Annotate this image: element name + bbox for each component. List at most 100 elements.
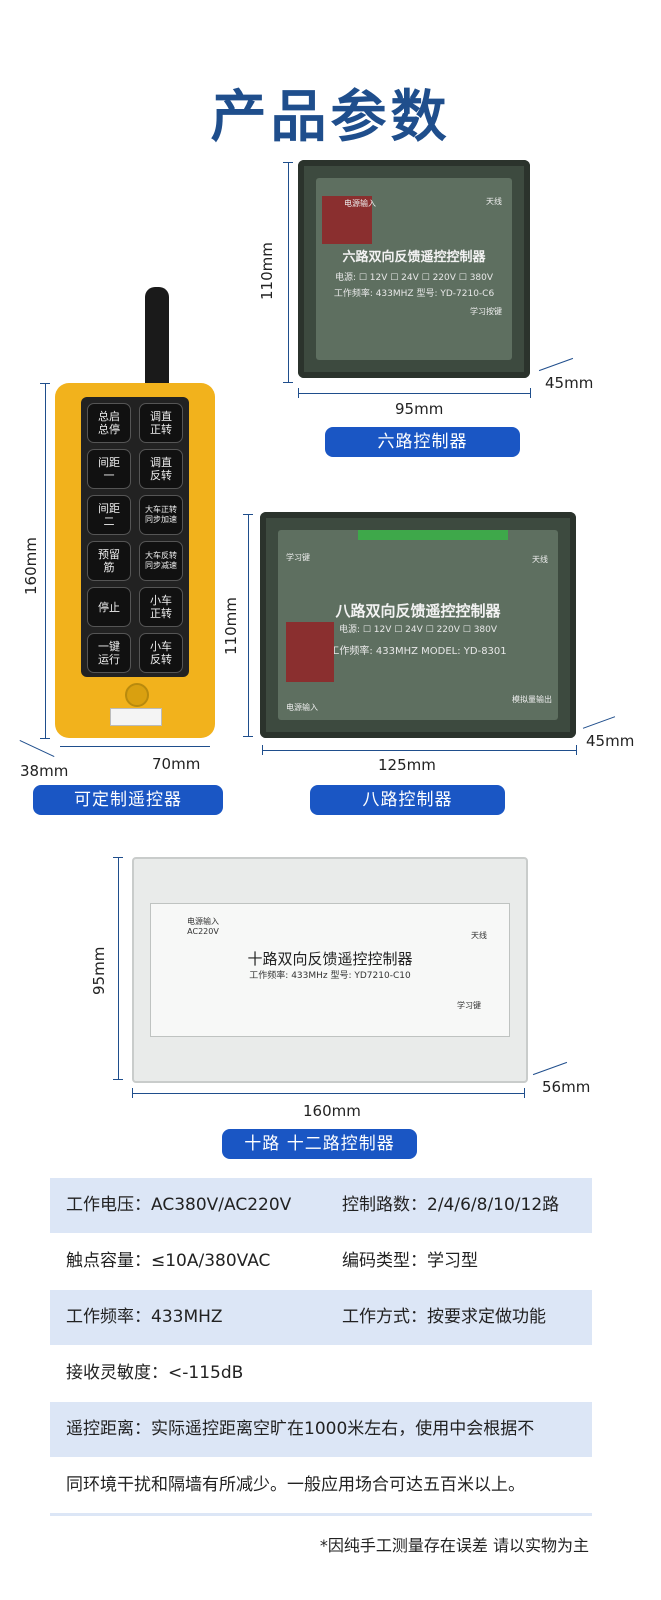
- eight-width-label: 125mm: [378, 756, 436, 774]
- spec-row: 遥控距离：实际遥控距离空旷在1000米左右，使用中会根据不: [50, 1402, 592, 1457]
- six-width-label: 95mm: [395, 400, 444, 418]
- eight-analog-out: 模拟量输出: [512, 695, 552, 704]
- remote-face: 总启 总停 调直 正转 间距 一 调直 反转 间距 二 大车正转 同步加速 预留…: [81, 397, 189, 677]
- eight-way-label: 八路控制器: [310, 785, 505, 815]
- eight-height-tick-bottom: [243, 736, 253, 737]
- six-height-label: 110mm: [258, 242, 276, 300]
- six-way-controller-image: 电源输入 天线 六路双向反馈遥控控制器 电源: ☐ 12V ☐ 24V ☐ 22…: [298, 160, 530, 378]
- eight-width-line: [262, 750, 576, 751]
- eight-freq-line: 工作频率: 433MHZ MODEL: YD-8301: [329, 646, 507, 657]
- spec-cell: 工作方式：按要求定做功能: [342, 1307, 546, 1327]
- remote-depth-label: 38mm: [20, 762, 69, 780]
- eight-way-controller-image: 学习键 天线 八路双向反馈遥控控制器 电源: ☐ 12V ☐ 24V ☐ 220…: [260, 512, 576, 738]
- remote-button: 调直 正转: [139, 403, 183, 443]
- eight-height-label: 110mm: [222, 597, 240, 655]
- six-power-in: 电源输入: [344, 199, 376, 208]
- remote-button: 间距 二: [87, 495, 131, 535]
- eight-height-line: [248, 514, 249, 736]
- six-learn-label: 学习按键: [470, 307, 502, 316]
- six-width-tick-right: [530, 388, 531, 398]
- ten-width-tick-left: [132, 1088, 133, 1098]
- ten-width-tick-right: [524, 1088, 525, 1098]
- six-width-line: [298, 393, 530, 394]
- ten-height-label: 95mm: [90, 946, 108, 995]
- eight-terminal-block: [358, 530, 508, 540]
- ten-height-tick-top: [113, 857, 123, 858]
- spec-cell: 编码类型：学习型: [342, 1251, 478, 1271]
- remote-button: 大车反转 同步减速: [139, 541, 183, 581]
- remote-width-line: [60, 746, 210, 747]
- six-freq-line: 工作频率: 433MHZ 型号: YD-7210-C6: [333, 289, 495, 299]
- remote-tag: [110, 708, 162, 726]
- remote-button: 调直 反转: [139, 449, 183, 489]
- ten-height-line: [118, 857, 119, 1079]
- ten-antenna-label: 天线: [471, 931, 487, 940]
- remote-button: 间距 一: [87, 449, 131, 489]
- remote-antenna: [145, 287, 169, 387]
- eight-antenna-label: 天线: [532, 555, 548, 564]
- remote-width-label: 70mm: [152, 755, 201, 773]
- six-depth-line: [538, 357, 574, 372]
- six-height-tick-bottom: [283, 382, 293, 383]
- eight-height-tick-top: [243, 514, 253, 515]
- eight-learn-label: 学习键: [286, 553, 310, 562]
- ten-learn-label: 学习键: [457, 1001, 481, 1010]
- six-panel: 电源输入 天线 六路双向反馈遥控控制器 电源: ☐ 12V ☐ 24V ☐ 22…: [316, 178, 512, 360]
- page-title: 产品参数: [210, 85, 451, 150]
- eight-panel-title: 八路双向反馈遥控控制器: [335, 602, 501, 620]
- eight-red-block: [286, 622, 334, 682]
- ten-panel: 电源输入 AC220V 天线 十路双向反馈遥控控制器 工作频率: 433MHz …: [150, 903, 510, 1037]
- six-panel-title: 六路双向反馈遥控控制器: [342, 250, 486, 265]
- ten-height-tick-bottom: [113, 1079, 123, 1080]
- remote-height-tick-bottom: [40, 738, 50, 739]
- ten-way-label: 十路 十二路控制器: [222, 1129, 417, 1159]
- eight-voltage-line: 电源: ☐ 12V ☐ 24V ☐ 220V ☐ 380V: [338, 625, 498, 635]
- ten-width-label: 160mm: [303, 1102, 361, 1120]
- spec-row: 工作频率：433MHZ 工作方式：按要求定做功能: [50, 1290, 592, 1345]
- spec-row: 同环境干扰和隔墙有所减少。一般应用场合可达五百米以上。: [50, 1458, 592, 1516]
- spec-cell: 工作频率：433MHZ: [66, 1307, 223, 1327]
- six-height-line: [288, 162, 289, 382]
- spec-cell: 同环境干扰和隔墙有所减少。一般应用场合可达五百米以上。: [66, 1475, 525, 1495]
- ten-way-controller-image: 电源输入 AC220V 天线 十路双向反馈遥控控制器 工作频率: 433MHz …: [132, 857, 528, 1083]
- six-red-block: [322, 196, 372, 244]
- remote-button: 小车 反转: [139, 633, 183, 673]
- remote-button: 总启 总停: [87, 403, 131, 443]
- spec-row: 工作电压：AC380V/AC220V 控制路数：2/4/6/8/10/12路: [50, 1178, 592, 1233]
- spec-cell: 触点容量：≤10A/380VAC: [66, 1251, 271, 1271]
- six-antenna-label: 天线: [486, 197, 502, 206]
- remote-label: 可定制遥控器: [33, 785, 223, 815]
- remote-height-line: [45, 383, 46, 738]
- remote-button: 小车 正转: [139, 587, 183, 627]
- remote-button: 停止: [87, 587, 131, 627]
- spec-cell: 工作电压：AC380V/AC220V: [66, 1195, 292, 1215]
- footnote: *因纯手工测量存在误差 请以实物为主: [319, 1536, 589, 1555]
- ten-width-line: [132, 1093, 524, 1094]
- remote-button: 大车正转 同步加速: [139, 495, 183, 535]
- six-depth-label: 45mm: [545, 374, 594, 392]
- ten-power-in: 电源输入 AC220V: [187, 917, 219, 936]
- six-width-tick-left: [298, 388, 299, 398]
- eight-panel: 学习键 天线 八路双向反馈遥控控制器 电源: ☐ 12V ☐ 24V ☐ 220…: [278, 530, 558, 720]
- six-voltage-line: 电源: ☐ 12V ☐ 24V ☐ 220V ☐ 380V: [334, 273, 494, 283]
- eight-power-in: 电源输入: [286, 703, 318, 712]
- remote-button: 预留 筋: [87, 541, 131, 581]
- eight-depth-label: 45mm: [586, 732, 635, 750]
- spec-row: 接收灵敏度：<-115dB: [50, 1346, 592, 1401]
- remote-screw: [125, 683, 149, 707]
- remote-depth-line: [19, 740, 55, 757]
- ten-panel-title: 十路双向反馈遥控控制器: [247, 950, 413, 968]
- eight-width-tick-left: [262, 745, 263, 755]
- eight-width-tick-right: [576, 745, 577, 755]
- remote-height-tick-top: [40, 383, 50, 384]
- spec-row: 触点容量：≤10A/380VAC 编码类型：学习型: [50, 1234, 592, 1289]
- spec-cell: 控制路数：2/4/6/8/10/12路: [342, 1195, 560, 1215]
- eight-depth-line: [582, 716, 616, 729]
- remote-button: 一键 运行: [87, 633, 131, 673]
- spec-cell: 接收灵敏度：<-115dB: [66, 1363, 244, 1383]
- ten-depth-label: 56mm: [542, 1078, 591, 1096]
- spec-cell: 遥控距离：实际遥控距离空旷在1000米左右，使用中会根据不: [66, 1419, 535, 1439]
- six-way-label: 六路控制器: [325, 427, 520, 457]
- six-height-tick-top: [283, 162, 293, 163]
- ten-depth-line: [532, 1061, 568, 1076]
